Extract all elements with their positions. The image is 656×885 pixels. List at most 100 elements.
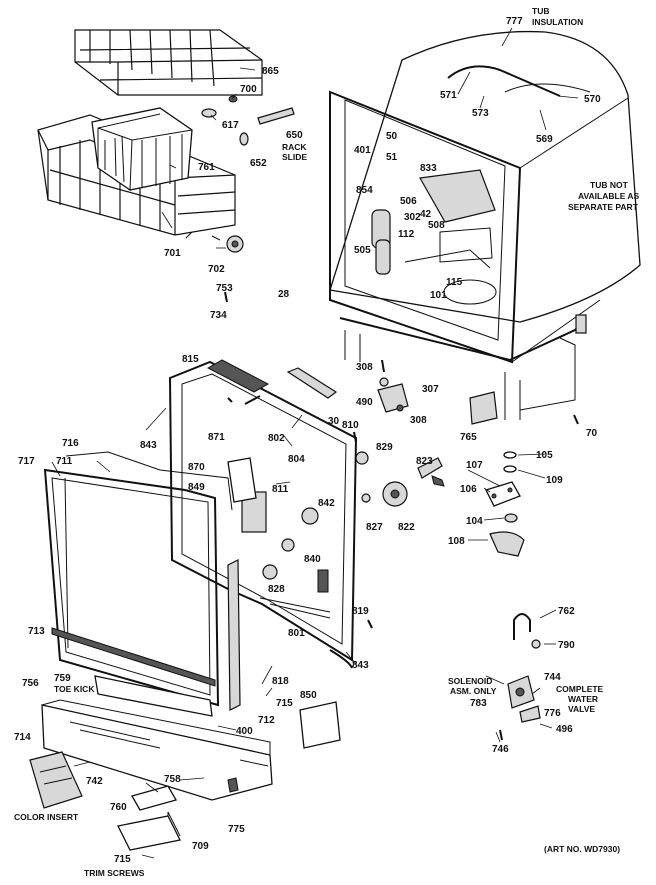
part-labels: 777 571 573 570 569 50 401 51 833 854 50… — [14, 16, 601, 865]
part-label-112: 112 — [398, 229, 415, 240]
part-label-746: 746 — [492, 744, 509, 755]
part-label-713: 713 — [28, 626, 45, 637]
part-label-761: 761 — [198, 162, 215, 173]
part-label-101: 101 — [430, 290, 447, 301]
part-label-829: 829 — [376, 442, 393, 453]
part-label-573: 573 — [472, 108, 489, 119]
part-label-715-right: 715 — [276, 698, 293, 709]
part-label-30: 30 — [328, 416, 340, 427]
part-label-401: 401 — [354, 145, 371, 156]
part-label-716: 716 — [62, 438, 79, 449]
tub-bracket — [575, 314, 587, 334]
outer-door-panel — [43, 451, 233, 707]
part-label-109: 109 — [546, 475, 563, 486]
door-outer-panel — [43, 468, 220, 707]
part-label-104: 104 — [466, 516, 483, 527]
door-top-rail — [286, 367, 338, 399]
note-tub-not-available-3: SEPARATE PART — [568, 202, 639, 212]
part-label-822: 822 — [398, 522, 415, 533]
part-label-850: 850 — [300, 690, 317, 701]
part-label-810: 810 — [342, 420, 359, 431]
note-rack-slide-1: RACK — [282, 142, 307, 152]
part-label-777: 777 — [506, 16, 523, 27]
toe-kick-assembly — [29, 675, 273, 851]
part-label-811: 811 — [272, 484, 289, 495]
part-label-854: 854 — [356, 185, 373, 196]
float-switch — [489, 531, 525, 557]
part-label-701: 701 — [164, 248, 181, 259]
color-insert — [29, 751, 83, 809]
part-label-833: 833 — [420, 163, 437, 174]
hardware-parts — [224, 291, 579, 749]
rinse-aid-cap — [301, 507, 319, 525]
part-label-790: 790 — [558, 640, 575, 651]
part-label-776: 776 — [544, 708, 561, 719]
part-label-70: 70 — [586, 428, 598, 439]
part-label-308-upper: 308 — [356, 362, 373, 373]
part-label-843-upper: 843 — [140, 440, 157, 451]
part-label-508: 508 — [428, 220, 445, 231]
part-label-490: 490 — [356, 397, 373, 408]
part-label-569: 569 — [536, 134, 553, 145]
part-label-711: 711 — [56, 456, 73, 467]
part-label-105: 105 — [536, 450, 553, 461]
part-label-400: 400 — [236, 726, 253, 737]
part-label-827: 827 — [366, 522, 383, 533]
inlet-hose — [513, 613, 531, 640]
part-label-801: 801 — [288, 628, 305, 639]
part-label-759: 759 — [54, 673, 71, 684]
part-label-828: 828 — [268, 584, 285, 595]
part-label-819: 819 — [352, 606, 369, 617]
part-label-715-bottom: 715 — [114, 854, 131, 865]
part-label-307: 307 — [422, 384, 439, 395]
part-label-840: 840 — [304, 554, 321, 565]
note-complete-valve-2: WATER — [568, 694, 598, 704]
bottom-trim-strip — [117, 815, 181, 851]
note-solenoid-1: SOLENOID — [448, 676, 492, 686]
tub-heater-assembly — [419, 169, 496, 223]
door-vent — [206, 359, 270, 393]
part-label-758: 758 — [164, 774, 181, 785]
part-label-734: 734 — [210, 310, 227, 321]
part-label-756: 756 — [22, 678, 39, 689]
part-label-42: 42 — [420, 209, 432, 220]
door-liner — [65, 451, 233, 511]
note-toe-kick: TOE KICK — [54, 684, 95, 694]
part-label-843-lower: 843 — [352, 660, 369, 671]
part-label-802: 802 — [268, 433, 285, 444]
part-label-506: 506 — [400, 196, 417, 207]
part-label-765: 765 — [460, 432, 477, 443]
relay-box — [469, 391, 498, 425]
part-label-107: 107 — [466, 460, 483, 471]
part-label-115: 115 — [446, 277, 463, 288]
note-color-insert: COLOR INSERT — [14, 812, 79, 822]
hinge-bracket — [377, 383, 409, 413]
part-label-742: 742 — [86, 776, 103, 787]
part-label-28: 28 — [278, 289, 290, 300]
door-side-frame — [227, 559, 241, 711]
part-label-617: 617 — [222, 120, 239, 131]
part-label-815: 815 — [182, 354, 199, 365]
part-label-783: 783 — [470, 698, 487, 709]
part-label-700: 700 — [240, 84, 257, 95]
part-label-870: 870 — [188, 462, 205, 473]
dish-racks — [37, 29, 295, 253]
note-tub-insulation-2: INSULATION — [532, 17, 583, 27]
part-label-702: 702 — [208, 264, 225, 275]
note-solenoid-2: ASM. ONLY — [450, 686, 497, 696]
tub-insulation — [329, 30, 641, 323]
part-label-804: 804 — [288, 454, 305, 465]
part-label-652: 652 — [250, 158, 267, 169]
part-label-842: 842 — [318, 498, 335, 509]
part-label-496: 496 — [556, 724, 573, 735]
part-label-753: 753 — [216, 283, 233, 294]
toe-kick-panel — [94, 675, 213, 717]
leader-lines — [51, 27, 579, 859]
part-label-50: 50 — [386, 131, 398, 142]
note-tub-not-available-1: TUB NOT — [590, 180, 629, 190]
annotations: TUB INSULATION RACK SLIDE TUB NOT AVAILA… — [14, 6, 640, 878]
part-label-106: 106 — [460, 484, 477, 495]
part-label-818: 818 — [272, 676, 289, 687]
door-latch-knob — [355, 451, 369, 465]
mounting-plate — [485, 481, 521, 507]
